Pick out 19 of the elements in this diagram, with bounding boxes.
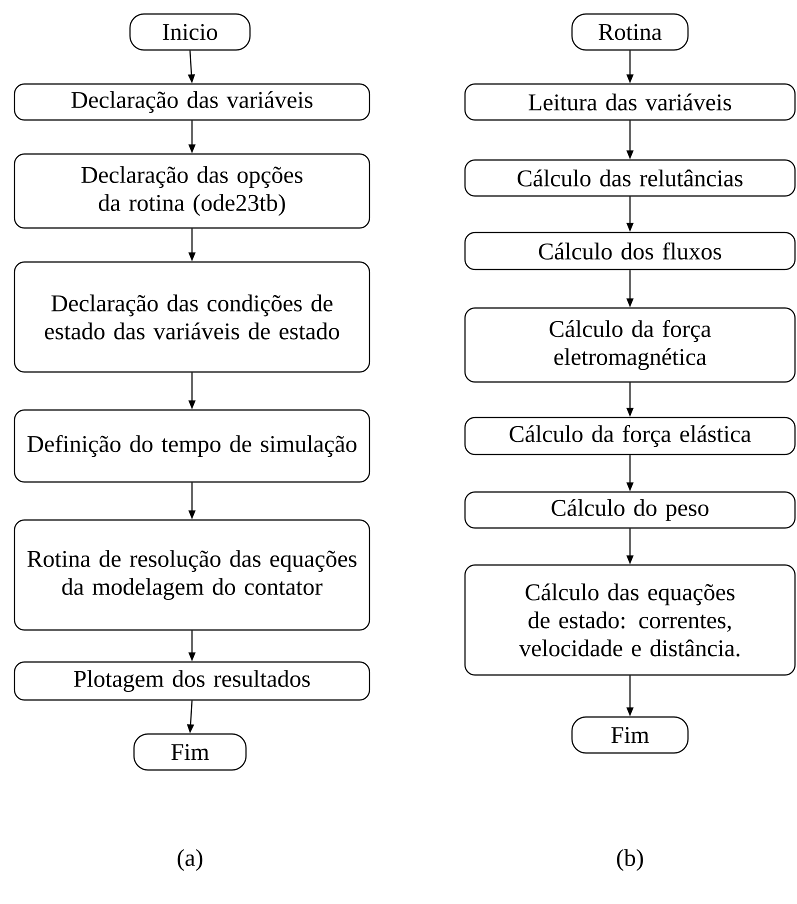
terminal-box: Fim xyxy=(133,733,247,771)
panel-label: (b) xyxy=(617,849,643,871)
process-box: Cálculo dos fluxos xyxy=(464,232,796,270)
process-box: Declaração das opções da rotina (ode23tb) xyxy=(14,153,370,229)
panel-label: (a) xyxy=(178,849,202,871)
terminal-box: Fim xyxy=(571,716,689,754)
process-box: Leitura das variáveis xyxy=(464,83,796,121)
process-box: Declaração das variáveis xyxy=(14,83,370,121)
terminal-box: Inicio xyxy=(129,13,251,51)
process-box: Cálculo das relutâncias xyxy=(464,159,796,197)
process-box: Cálculo das equações de estado: correntes, velocidade e distância. xyxy=(464,564,796,676)
process-box: Cálculo da força elástica xyxy=(464,416,796,456)
process-box: Cálculo do peso xyxy=(464,491,796,529)
process-box: Plotagem dos resultados xyxy=(14,661,370,701)
terminal-box: Rotina xyxy=(571,13,689,51)
process-box: Declaração das condições de estado das variáveis de estado xyxy=(14,261,370,373)
process-box: Definição do tempo de simulação xyxy=(14,409,370,483)
process-box: Cálculo da força eletromagnética xyxy=(464,307,796,383)
process-box: Rotina de resolução das equações da modelagem do contator xyxy=(14,519,370,631)
